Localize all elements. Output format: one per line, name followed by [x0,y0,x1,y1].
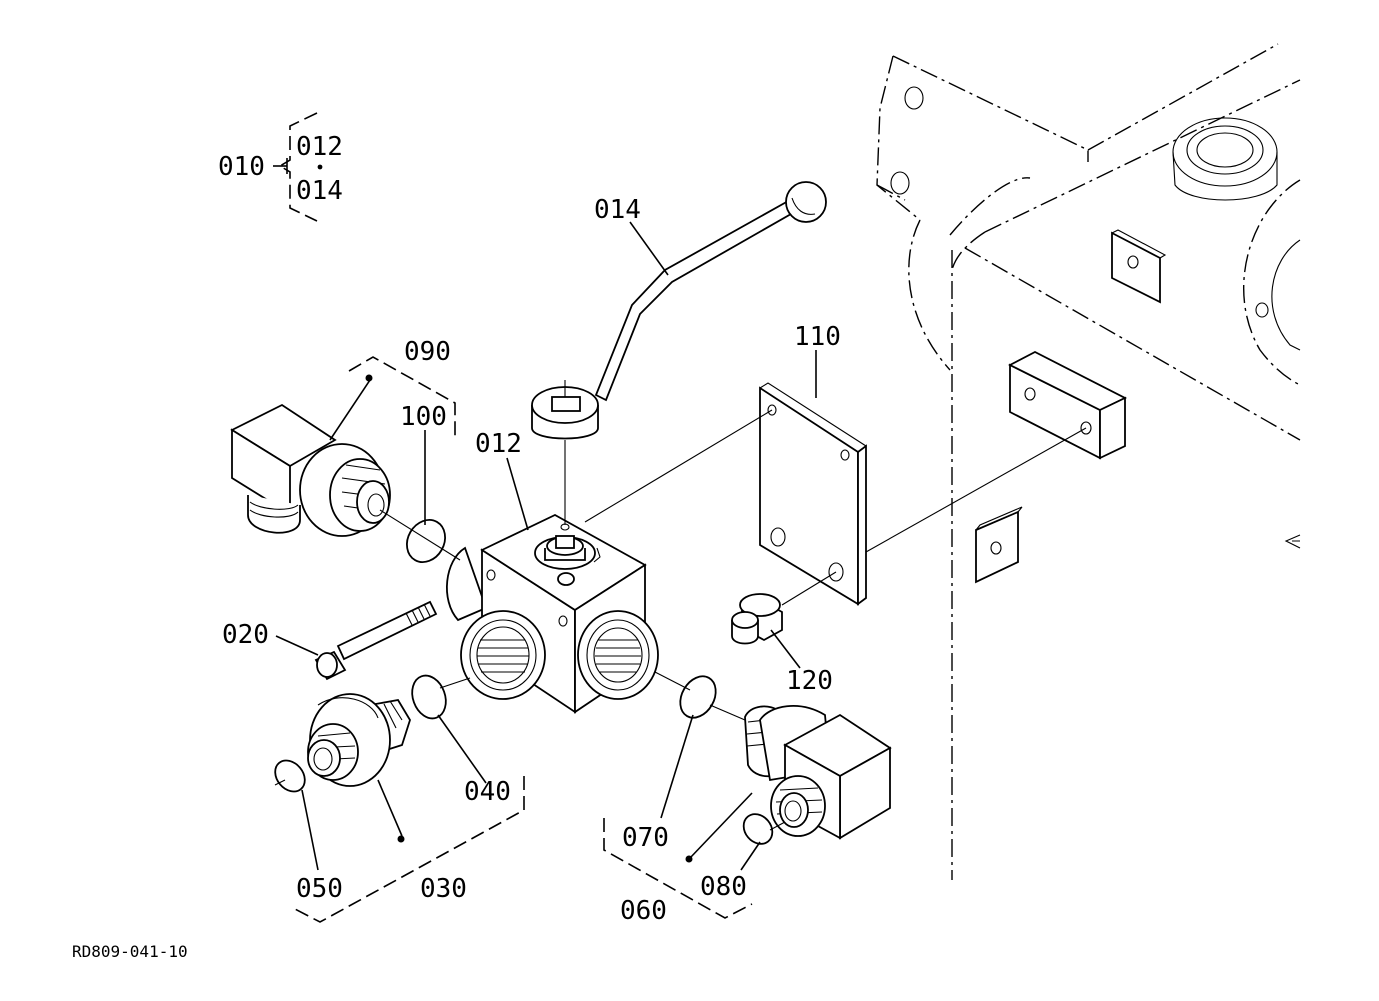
label-012-group: 012 [296,132,343,162]
plug-120 [731,593,783,645]
drawing-code: RD809-041-10 [72,942,188,961]
valve-body-012 [446,513,659,714]
o-ring-080 [742,813,774,845]
label-100: 100 [400,402,447,432]
label-014: 014 [594,195,641,225]
label-020: 020 [222,620,269,650]
housing-outline [876,43,1301,880]
label-060: 060 [620,896,667,926]
o-ring-040 [411,674,447,720]
elbow-fitting-090 [230,374,391,537]
elbow-fitting-060 [685,705,892,863]
label-050: 050 [296,874,343,904]
label-030: 030 [420,874,467,904]
label-120: 120 [786,666,833,696]
o-ring-050 [274,759,306,793]
label-110: 110 [794,322,841,352]
o-ring-070 [679,675,717,719]
o-ring-100 [406,519,446,563]
label-070: 070 [622,823,669,853]
label-090: 090 [404,337,451,367]
bolt-020 [314,600,438,681]
label-014-group: 014 [296,176,343,206]
label-010: 010 [218,152,265,182]
label-040: 040 [464,777,511,807]
assembly-lines [274,409,1087,831]
handle-014 [531,181,827,440]
adapter-030 [307,693,411,843]
part-labels: 010 012 014 014 090 100 012 110 020 120 … [218,132,841,926]
mounting-plate-110 [759,382,867,606]
group-brackets [278,112,753,923]
leader-lines [273,158,817,871]
label-012: 012 [475,429,522,459]
label-080: 080 [700,872,747,902]
